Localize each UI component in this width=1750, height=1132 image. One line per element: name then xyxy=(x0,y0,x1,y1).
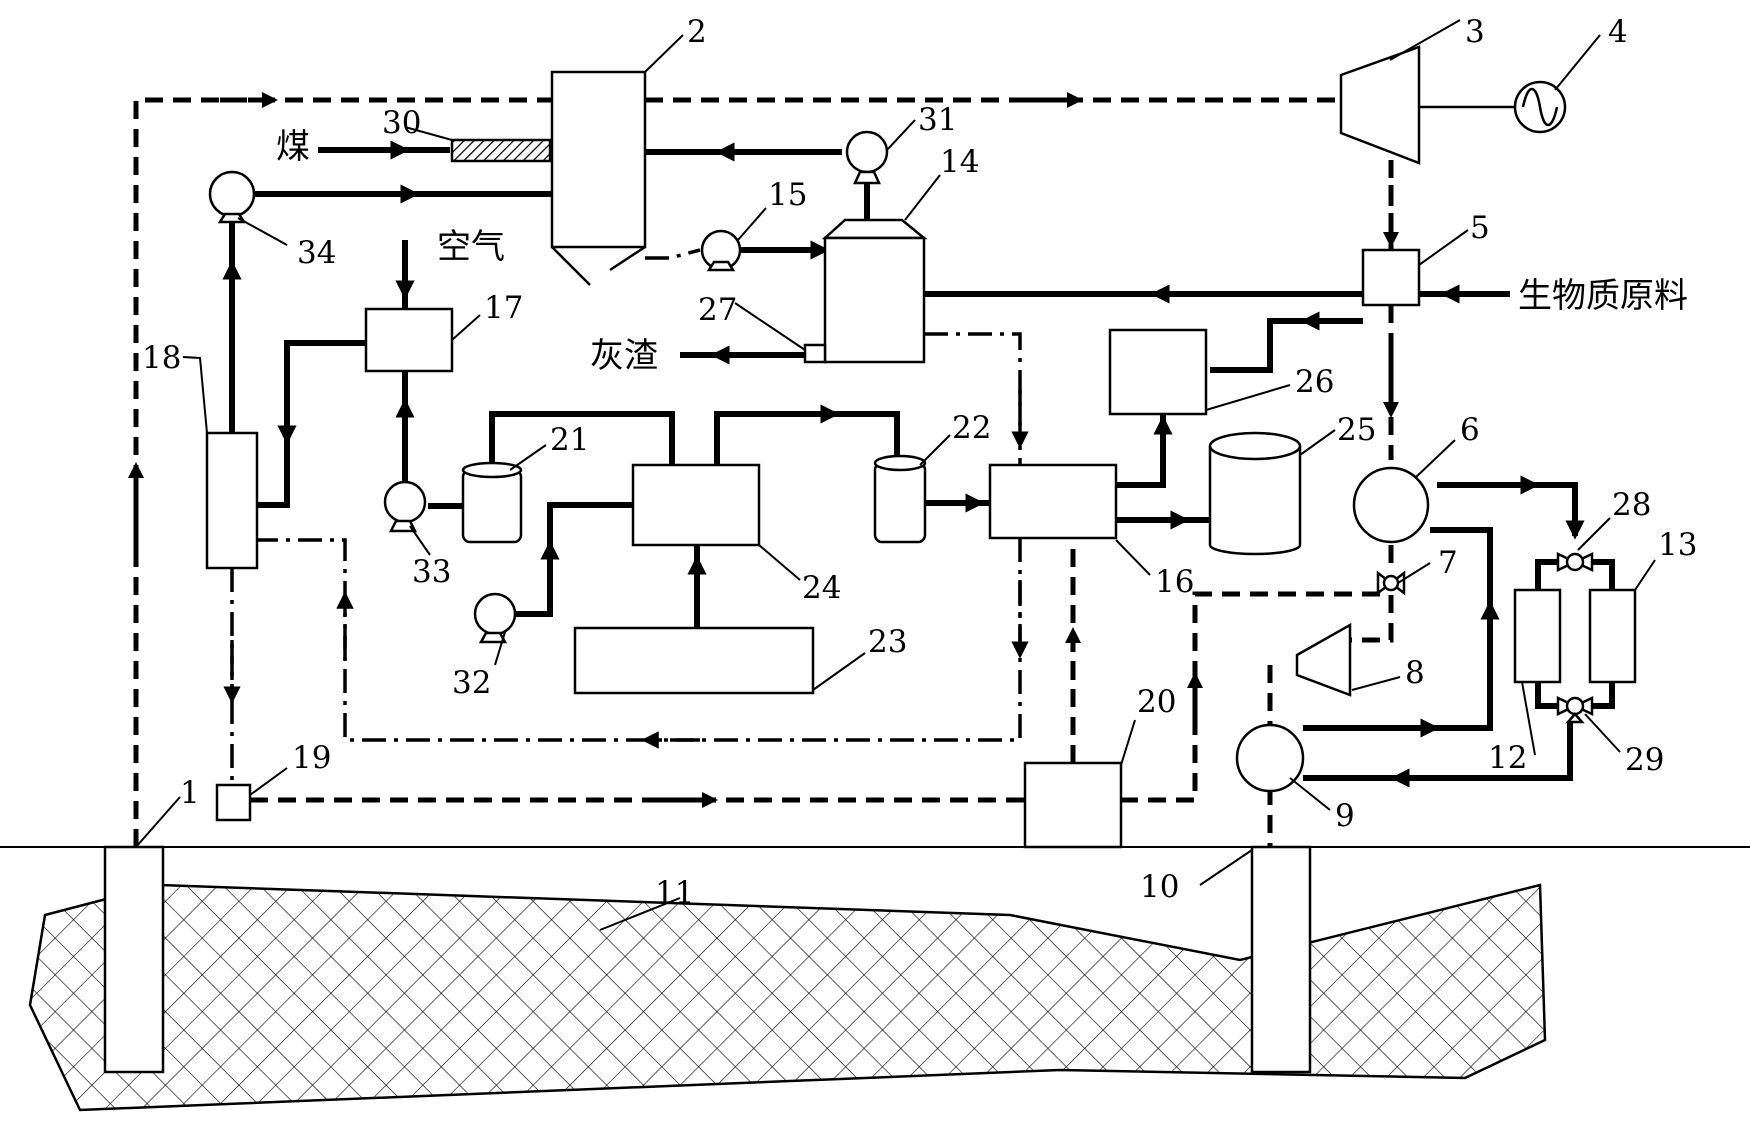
label-31: 31 xyxy=(918,102,957,138)
label-13: 13 xyxy=(1658,527,1697,563)
mixer-17 xyxy=(366,309,452,371)
label-28: 28 xyxy=(1612,487,1651,523)
expander-8 xyxy=(1297,625,1350,695)
label-3: 3 xyxy=(1465,14,1485,50)
label-15: 15 xyxy=(768,177,807,213)
tank-21 xyxy=(463,463,521,542)
adsorber-12 xyxy=(1515,590,1560,682)
column-18 xyxy=(207,433,257,568)
label-34: 34 xyxy=(297,235,336,271)
separator-5 xyxy=(1363,250,1419,305)
ash-outlet-27 xyxy=(805,345,825,362)
biomass-label: 生物质原料 xyxy=(1518,276,1688,316)
burner-30 xyxy=(452,140,550,161)
heat-exchanger-6 xyxy=(1354,468,1428,542)
generator-4 xyxy=(1515,82,1565,132)
injection-well-1 xyxy=(105,847,163,1072)
label-7: 7 xyxy=(1438,545,1458,581)
air-label: 空气 xyxy=(437,227,505,267)
reactor-24 xyxy=(633,465,759,545)
label-18: 18 xyxy=(142,340,181,376)
pump-15 xyxy=(702,231,740,270)
label-2: 2 xyxy=(687,14,707,50)
label-6: 6 xyxy=(1460,412,1480,448)
production-well-10 xyxy=(1252,847,1310,1072)
panel-23 xyxy=(575,628,813,693)
storage-20 xyxy=(1025,763,1121,847)
label-17: 17 xyxy=(484,290,523,326)
label-9: 9 xyxy=(1335,798,1355,834)
separator-16 xyxy=(990,465,1116,538)
unit-26 xyxy=(1110,330,1206,414)
label-4: 4 xyxy=(1608,14,1628,50)
label-11: 11 xyxy=(655,875,694,911)
label-33: 33 xyxy=(412,554,451,590)
turbine-3 xyxy=(1341,47,1419,163)
label-12: 12 xyxy=(1488,740,1527,776)
gasifier-14 xyxy=(825,220,924,362)
label-8: 8 xyxy=(1405,655,1425,691)
label-5: 5 xyxy=(1470,210,1490,246)
label-29: 29 xyxy=(1625,742,1664,778)
tank-25 xyxy=(1210,433,1300,554)
label-14: 14 xyxy=(940,144,979,180)
reservoir-layer-11 xyxy=(30,885,1545,1110)
valve-28 xyxy=(1558,554,1592,570)
pump-34 xyxy=(210,172,254,222)
pump-33 xyxy=(385,482,425,531)
label-23: 23 xyxy=(868,624,907,660)
valve-29 xyxy=(1558,698,1592,722)
label-10: 10 xyxy=(1140,869,1179,905)
label-25: 25 xyxy=(1337,412,1376,448)
label-27: 27 xyxy=(698,292,737,328)
label-16: 16 xyxy=(1155,564,1194,600)
valve-7 xyxy=(1378,573,1404,593)
compressor-19 xyxy=(217,785,250,820)
label-32: 32 xyxy=(452,665,491,701)
label-1: 1 xyxy=(180,775,200,811)
label-30: 30 xyxy=(382,105,421,141)
label-21: 21 xyxy=(550,422,589,458)
label-19: 19 xyxy=(292,740,331,776)
ash-label: 灰渣 xyxy=(590,336,658,376)
coal-label: 煤 xyxy=(276,127,310,167)
label-20: 20 xyxy=(1137,684,1176,720)
boiler-2 xyxy=(552,72,645,285)
label-24: 24 xyxy=(802,570,841,606)
adsorber-13 xyxy=(1590,590,1635,682)
tank-22 xyxy=(875,456,925,542)
pump-32 xyxy=(475,594,515,642)
pump-31 xyxy=(847,132,887,183)
label-26: 26 xyxy=(1295,364,1334,400)
label-22: 22 xyxy=(952,410,991,446)
